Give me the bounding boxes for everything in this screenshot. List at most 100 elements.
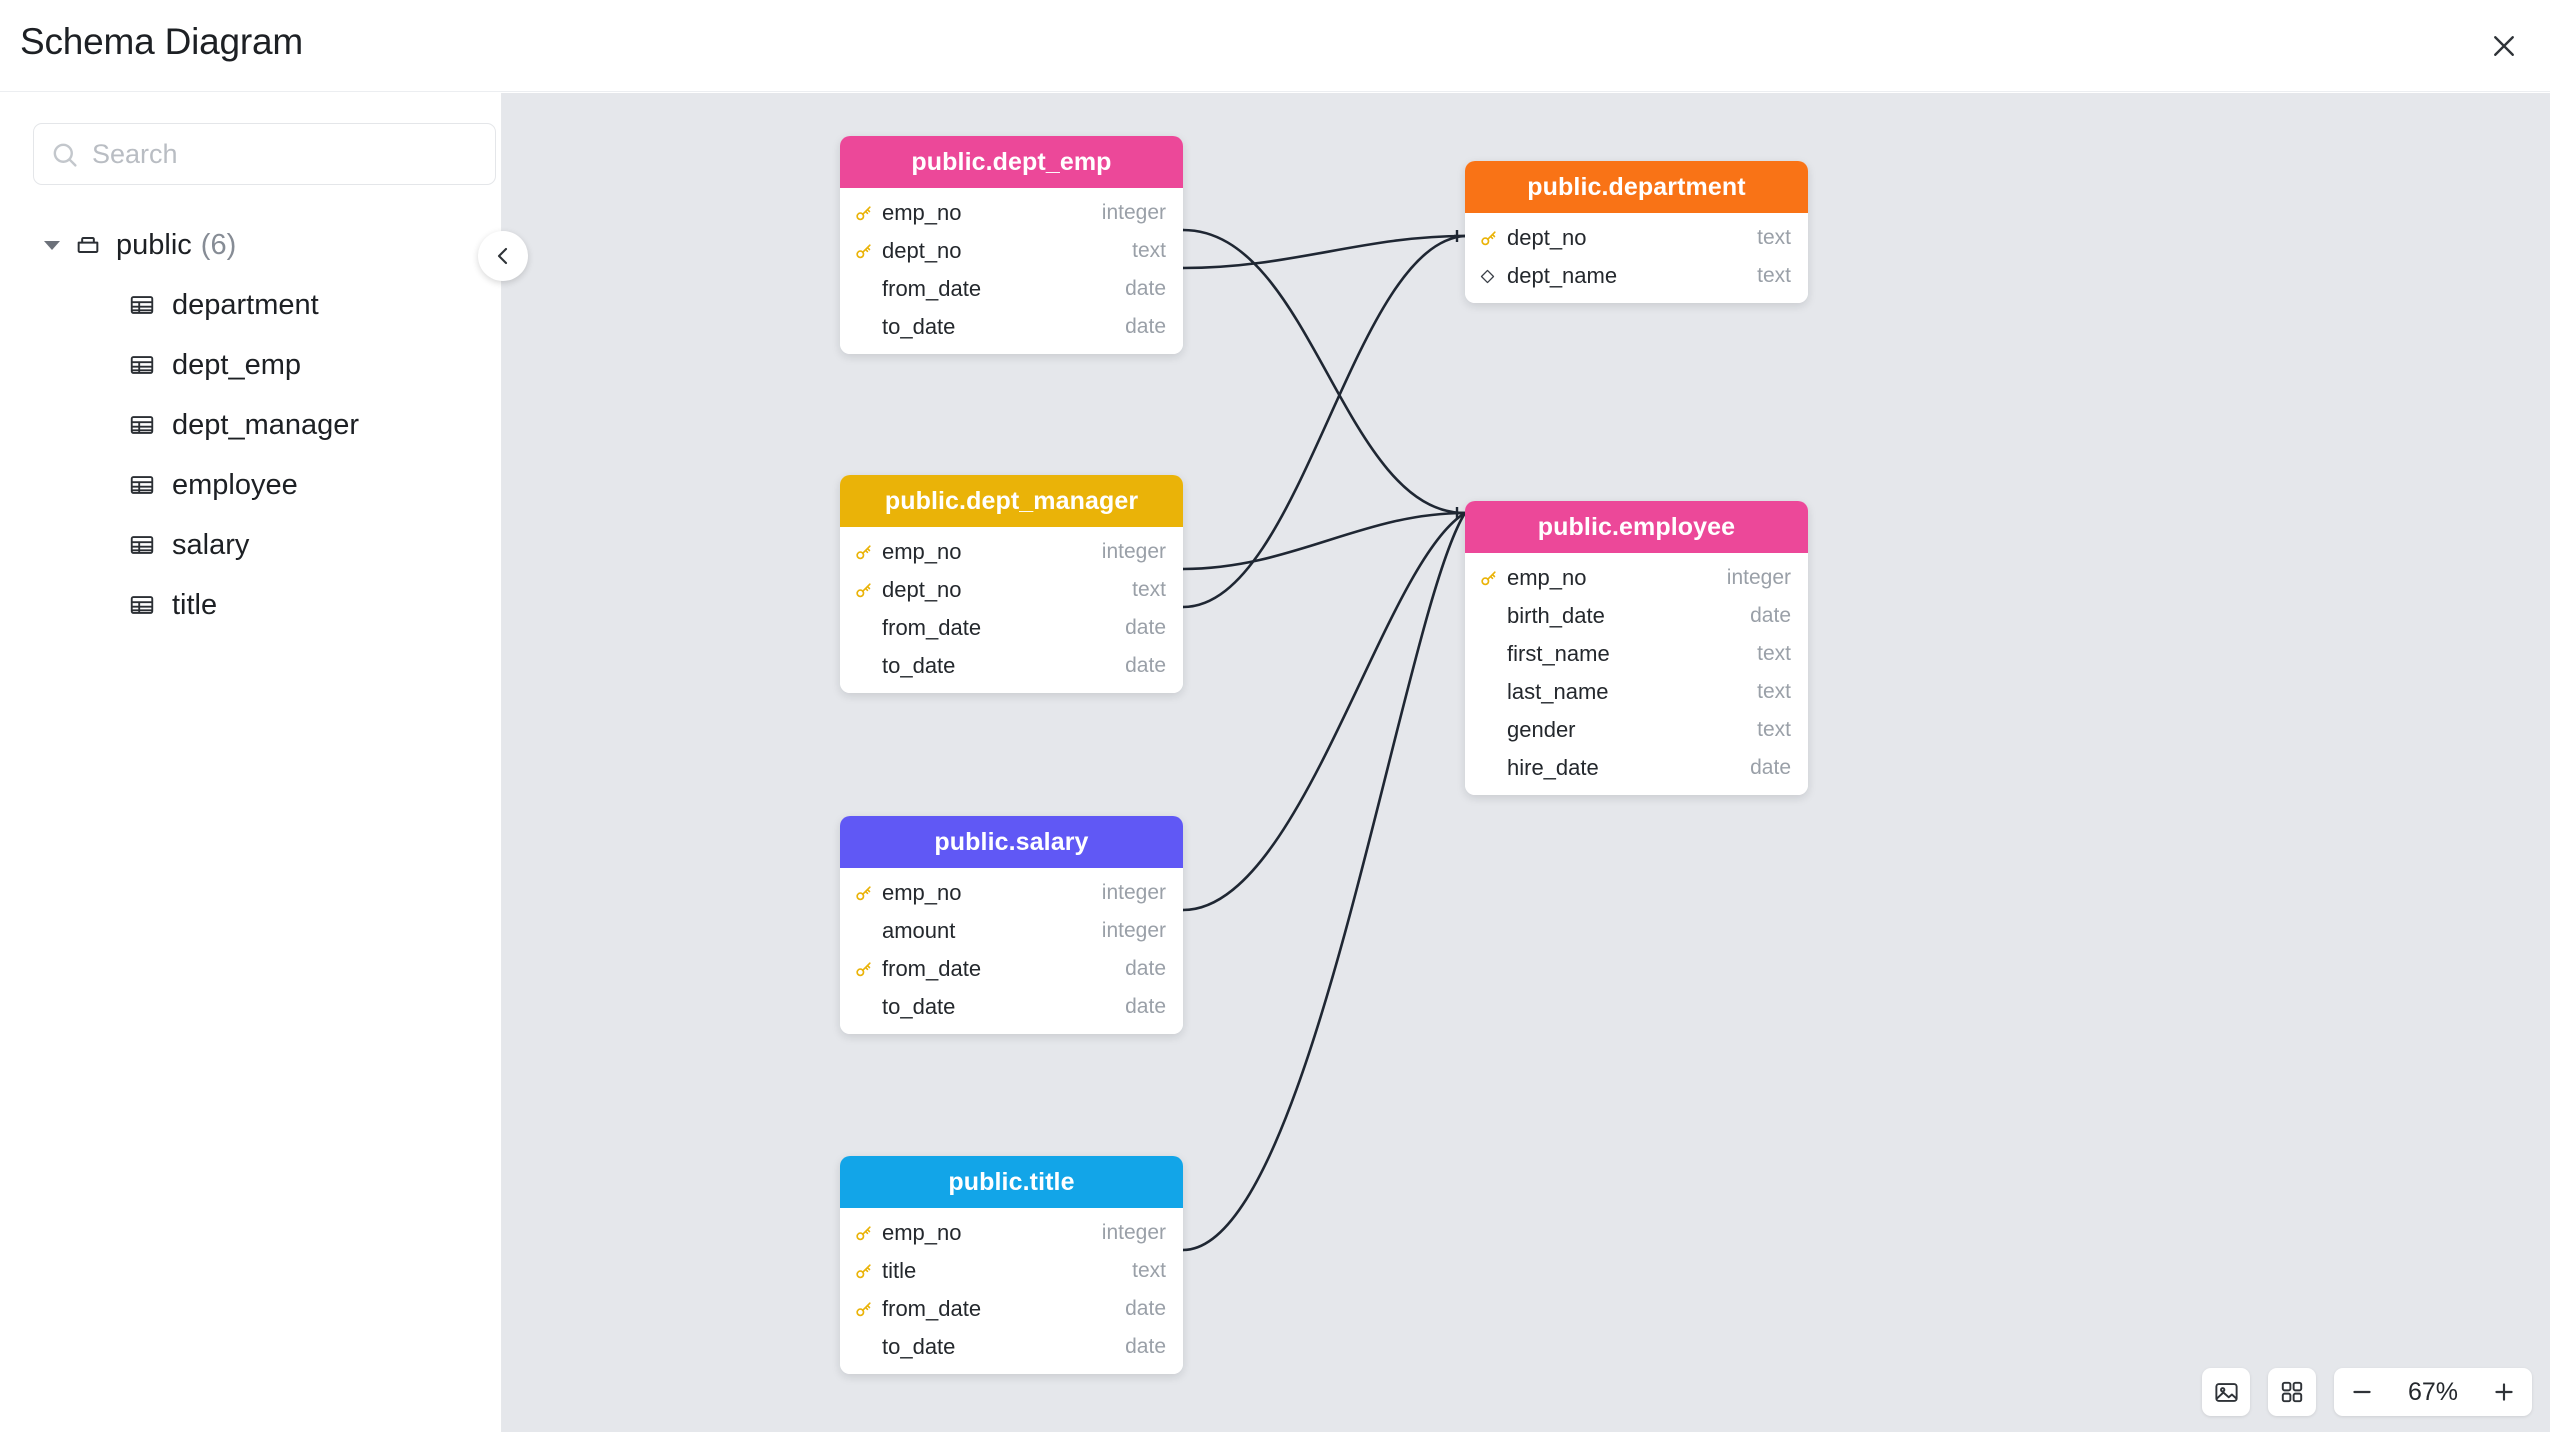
column-icon-slot xyxy=(854,1300,878,1319)
auto-layout-button[interactable] xyxy=(2268,1368,2316,1416)
key-icon xyxy=(1481,570,1496,585)
column-type: date xyxy=(1125,315,1166,338)
column-name: emp_no xyxy=(882,539,962,564)
edge-title-employee xyxy=(1182,512,1467,1252)
close-button[interactable] xyxy=(2476,18,2532,74)
table-node-header[interactable]: public.department xyxy=(1465,161,1808,213)
export-image-button[interactable] xyxy=(2202,1368,2250,1416)
column-type: date xyxy=(1125,1297,1166,1320)
plus-icon xyxy=(2495,1383,2513,1401)
table-node-header[interactable]: public.employee xyxy=(1465,501,1808,553)
diamond-icon xyxy=(1480,269,1495,283)
column-icon-slot xyxy=(854,884,878,903)
key-icon xyxy=(856,243,871,258)
column-icon-slot xyxy=(854,204,878,223)
table-node-header[interactable]: public.dept_manager xyxy=(840,475,1183,527)
tree-table-department[interactable]: department xyxy=(0,275,502,335)
column-name: dept_no xyxy=(882,238,962,263)
tree-table-dept_emp[interactable]: dept_emp xyxy=(0,335,502,395)
key-icon xyxy=(856,1301,871,1316)
schema-table-count: (6) xyxy=(200,228,237,261)
image-icon xyxy=(2214,1382,2238,1402)
table-node-header[interactable]: public.salary xyxy=(840,816,1183,868)
table-icon xyxy=(130,596,154,614)
column-type: integer xyxy=(1726,566,1791,589)
grid-layout-icon xyxy=(2281,1381,2303,1403)
column-row[interactable]: dept_name text xyxy=(1465,257,1808,295)
column-name: dept_name xyxy=(1507,263,1618,288)
column-row[interactable]: emp_no integer xyxy=(840,1214,1183,1252)
column-name: dept_no xyxy=(1507,225,1587,250)
column-row[interactable]: to_date date xyxy=(840,308,1183,346)
zoom-level-label[interactable]: 67% xyxy=(2407,1377,2459,1406)
key-icon xyxy=(856,544,871,559)
column-type: text xyxy=(1757,718,1791,741)
search-input[interactable] xyxy=(92,138,479,170)
column-type: integer xyxy=(1101,1221,1166,1244)
tree-table-title[interactable]: title xyxy=(0,575,502,635)
tree-schema-public[interactable]: public (6) xyxy=(0,215,502,275)
column-icon-slot xyxy=(854,960,878,979)
tree-table-dept_manager[interactable]: dept_manager xyxy=(0,395,502,455)
tree-table-salary[interactable]: salary xyxy=(0,515,502,575)
column-type: text xyxy=(1132,578,1166,601)
column-name: to_date xyxy=(882,314,956,339)
tree-table-employee[interactable]: employee xyxy=(0,455,502,515)
column-name: last_name xyxy=(1507,679,1609,704)
schema-tree: public (6) department dept_emp dept_mana… xyxy=(0,215,502,635)
table-icon xyxy=(130,416,154,434)
sidebar-collapse-button[interactable] xyxy=(478,231,528,281)
column-name: to_date xyxy=(882,994,956,1019)
chevron-left-icon xyxy=(497,247,508,265)
column-name: hire_date xyxy=(1507,755,1599,780)
column-icon-slot xyxy=(1479,569,1503,588)
column-name: emp_no xyxy=(882,1220,962,1245)
column-type: text xyxy=(1757,264,1791,287)
caret-down-icon[interactable] xyxy=(44,240,60,250)
search-box[interactable] xyxy=(33,123,496,185)
window-titlebar: Schema Diagram xyxy=(0,0,2550,92)
database-schema-icon xyxy=(77,237,99,253)
column-name: first_name xyxy=(1507,641,1610,666)
zoom-in-button[interactable] xyxy=(2476,1368,2532,1416)
table-node-header[interactable]: public.dept_emp xyxy=(840,136,1183,188)
zoom-out-button[interactable] xyxy=(2334,1368,2390,1416)
column-type: date xyxy=(1750,604,1791,627)
column-name: amount xyxy=(882,918,956,943)
table-node-header[interactable]: public.title xyxy=(840,1156,1183,1208)
edge-dept_emp-employee xyxy=(1182,228,1466,515)
tree-table-label: title xyxy=(172,588,218,621)
tree-table-label: dept_manager xyxy=(172,408,360,441)
